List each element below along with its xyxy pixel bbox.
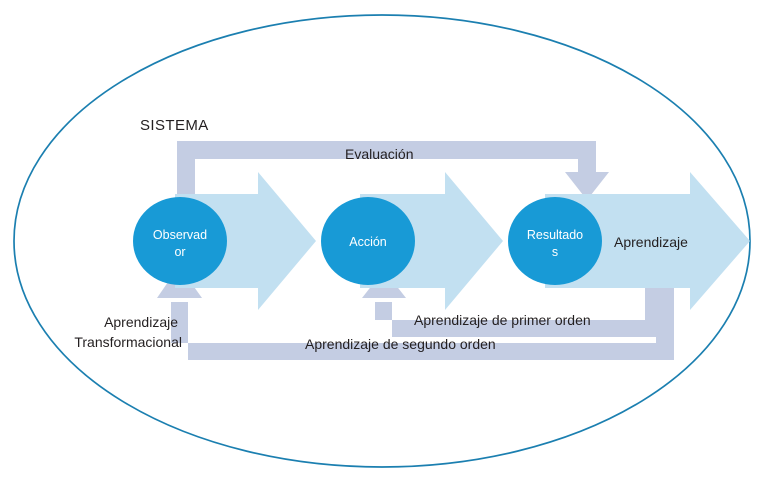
flow-observador-accion	[175, 172, 316, 310]
annotation-aprendizaje-transformacional-line2: Transformacional	[74, 334, 182, 350]
node-resultados-label-line1: Resultado	[527, 228, 583, 242]
nodes-group	[133, 197, 602, 285]
loop-segundo-orden-label: Aprendizaje de segundo orden	[305, 336, 496, 352]
node-observador-label-line2: or	[174, 245, 185, 259]
text-labels-group: SISTEMA Evaluación Aprendizaje Aprendiza…	[74, 117, 688, 352]
node-accion-label: Acción	[349, 235, 387, 249]
flow-resultados-aprendizaje	[545, 172, 750, 310]
node-labels-group: Observad or Acción Resultado s	[153, 228, 583, 259]
page-title: SISTEMA	[140, 117, 209, 134]
annotation-aprendizaje-transformacional-line1: Aprendizaje	[104, 314, 178, 330]
node-resultados-label-line2: s	[552, 245, 558, 259]
flow-aprendizaje-label: Aprendizaje	[614, 234, 688, 250]
node-observador-label-line1: Observad	[153, 228, 207, 242]
loop-primer-orden-label: Aprendizaje de primer orden	[414, 312, 591, 328]
node-observador-circle[interactable]	[133, 197, 227, 285]
node-resultados-circle[interactable]	[508, 197, 602, 285]
loop-evaluacion-path	[177, 141, 609, 215]
loop-bars-group	[157, 141, 674, 360]
loop-evaluacion-label: Evaluación	[345, 146, 414, 162]
node-accion-circle[interactable]	[321, 197, 415, 285]
